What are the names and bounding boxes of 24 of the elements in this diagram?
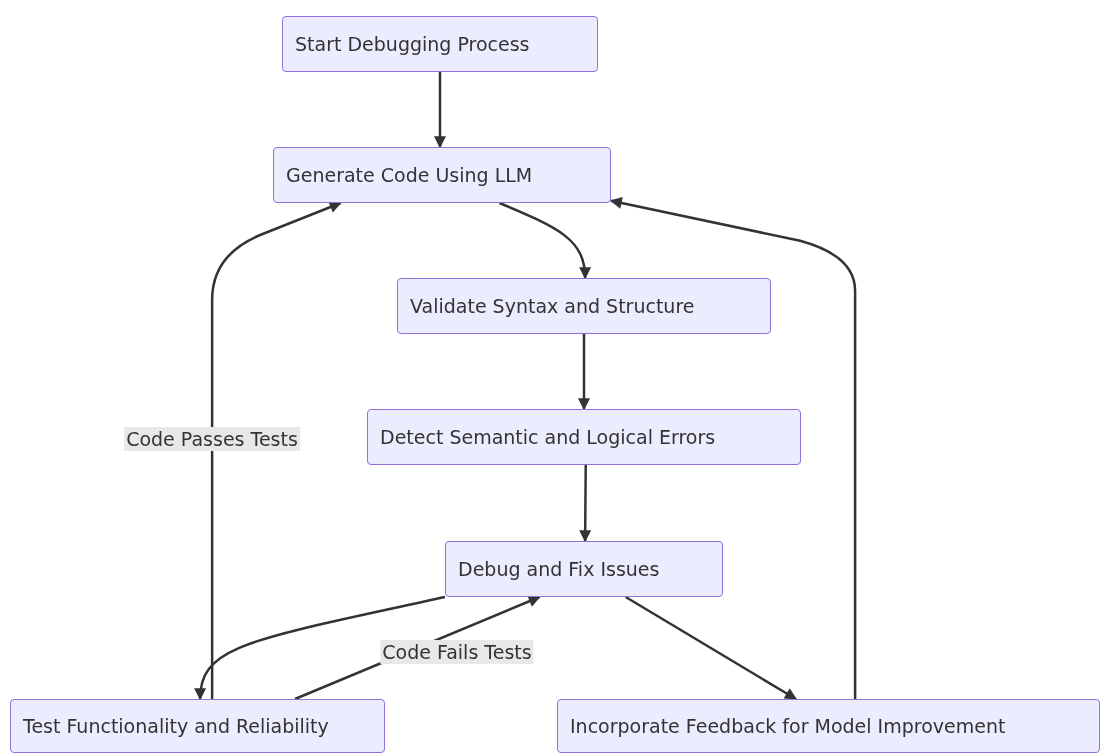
process-box: [445, 541, 723, 597]
arrow: [578, 334, 590, 411]
arrow: [609, 197, 857, 699]
node-label: Incorporate Feedback for Model Improvement: [570, 715, 1006, 737]
edge-label: Code Passes Tests: [124, 427, 300, 451]
edge-label: Code Fails Tests: [380, 640, 534, 664]
process-box: [10, 699, 385, 753]
node-label: Validate Syntax and Structure: [410, 295, 695, 317]
arrow: [498, 201, 591, 280]
node-label: Test Functionality and Reliability: [23, 715, 329, 737]
arrow: [579, 465, 592, 543]
process-box: [273, 147, 611, 203]
arrow: [195, 595, 446, 701]
node-label: Detect Semantic and Logical Errors: [380, 426, 716, 448]
process-box: [367, 409, 801, 465]
arrow: [210, 201, 342, 699]
node-label: Debug and Fix Issues: [458, 558, 660, 580]
node-label: Start Debugging Process: [295, 33, 530, 55]
process-box: [557, 699, 1100, 753]
process-box: [282, 16, 598, 72]
arrow: [625, 595, 797, 701]
process-box: [397, 278, 771, 334]
arrow: [434, 72, 446, 149]
node-label: Generate Code Using LLM: [286, 164, 533, 186]
